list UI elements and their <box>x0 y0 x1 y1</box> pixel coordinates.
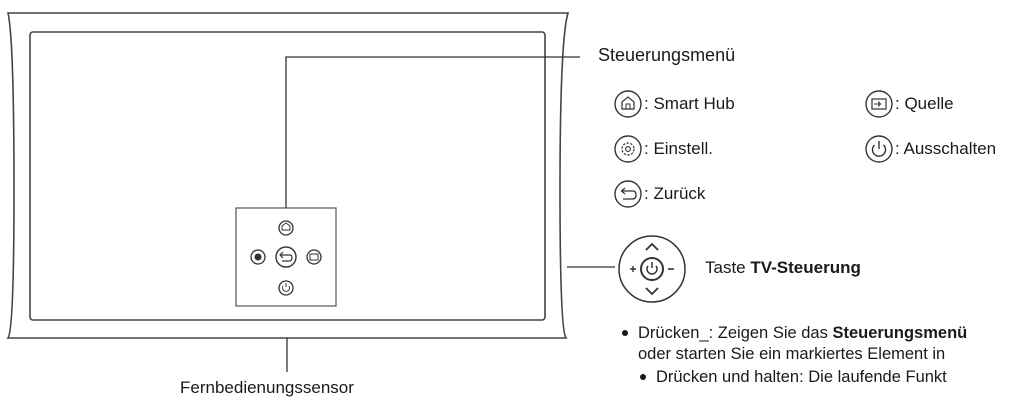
panel-source-icon <box>306 249 322 265</box>
controller-label-bold: TV-Steuerung <box>750 258 861 277</box>
menu-item-power-label: : Ausschalten <box>895 139 997 158</box>
tv-controller-icon <box>618 235 686 303</box>
bullet-hold-prefix: Drücken und halten: Die laufende Funkt <box>656 368 947 386</box>
sensor-label: Fernbedienungssensor <box>180 378 354 397</box>
menu-item-settings-label: : Einstell. <box>644 139 713 158</box>
menu-item-back-label: : Zurück <box>644 184 706 203</box>
panel-power-icon <box>278 280 294 296</box>
bullet-item-press-hold: Drücken und halten: Die laufende Funkt <box>640 367 947 387</box>
menu-item-smart-hub-label: : Smart Hub <box>644 94 735 113</box>
tv-screen <box>29 31 546 321</box>
control-menu-panel <box>235 207 337 307</box>
bullet-item-press-line2: oder starten Sie ein markiertes Element … <box>638 345 946 363</box>
home-icon <box>614 90 642 118</box>
controller-label-prefix: Taste <box>705 258 751 277</box>
settings-icon <box>614 135 642 163</box>
bullet-item-press: Drücken_: Zeigen Sie das Steuerungsmenü <box>622 323 967 343</box>
source-icon <box>865 90 893 118</box>
bullet-dot <box>622 329 628 336</box>
bullet-dot <box>640 373 646 380</box>
power-icon <box>865 135 893 163</box>
panel-home-icon <box>278 220 294 236</box>
bullet-press-bold: Steuerungsmenü <box>832 324 968 342</box>
panel-settings-icon <box>250 249 266 265</box>
menu-item-source-label: : Quelle <box>895 94 954 113</box>
back-icon <box>614 180 642 208</box>
bullet-press-prefix: Drücken_: Zeigen Sie das <box>638 324 833 342</box>
menu-leader-line <box>285 56 580 208</box>
panel-back-icon <box>275 246 297 268</box>
controller-label: Taste TV-Steuerung <box>705 258 861 278</box>
menu-title: Steuerungsmenü <box>598 45 736 65</box>
